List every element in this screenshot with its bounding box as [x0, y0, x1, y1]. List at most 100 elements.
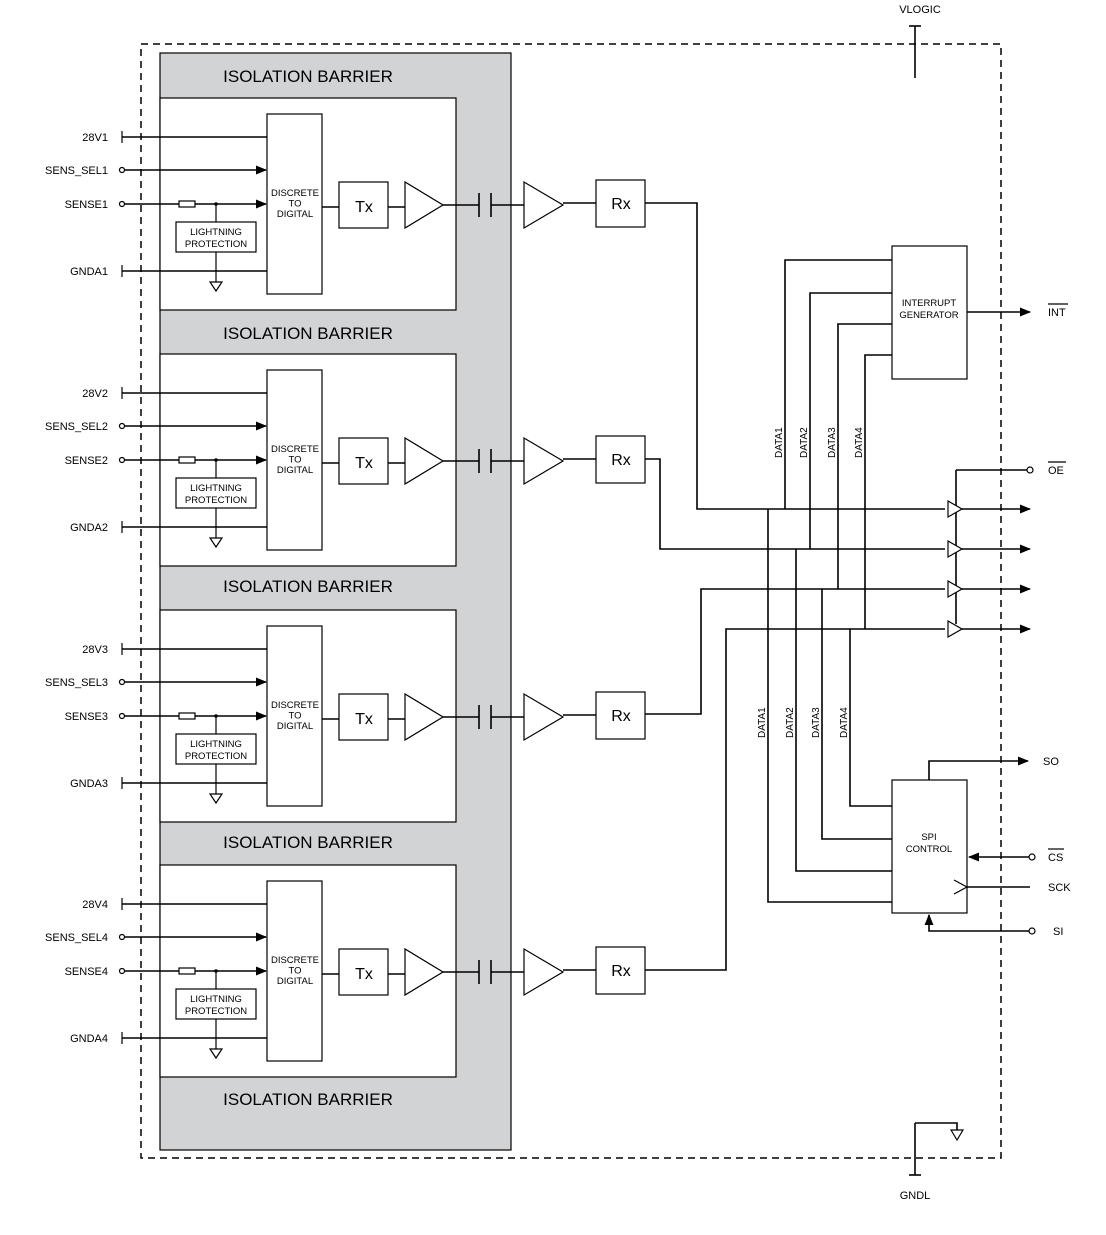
so-pin-label: SO: [1043, 756, 1059, 768]
device-boundary: [140, 43, 1002, 1159]
spi-line-2: CONTROL: [906, 844, 952, 855]
rx-block: [595, 179, 646, 228]
d2d-line-1: DISCRETE: [271, 188, 319, 199]
resistor: [178, 967, 196, 975]
spi-line-1: SPI: [921, 832, 936, 843]
rx-label: Rx: [611, 196, 631, 213]
gnda-pin-label: GNDA4: [70, 1033, 108, 1045]
buffer-4: [947, 619, 1032, 639]
lightning-line-2: PROTECTION: [185, 751, 247, 762]
power-pin-label: 28V3: [82, 644, 108, 656]
data4-label-lower: DATA4: [839, 707, 850, 738]
barrier-label-5: ISOLATION BARRIER: [223, 1090, 393, 1109]
data-labels-upper: DATA1 DATA2 DATA3 DATA4: [774, 427, 865, 458]
lightning-line-1: LIGHTNING: [190, 739, 242, 750]
interrupt-line-1: INTERRUPT: [902, 298, 957, 309]
d2d-line-3: DIGITAL: [277, 976, 313, 987]
sense-pin-label: SENSE2: [65, 455, 108, 467]
data4-label-upper: DATA4: [854, 427, 865, 458]
discrete-to-digital-block: [266, 369, 323, 551]
gnda-pin-label: GNDA1: [70, 266, 108, 278]
rx-block: [595, 435, 646, 484]
channels: 28V1SENS_SEL1SENSE1GNDA1LIGHTNINGPROTECT…: [45, 97, 646, 1078]
barrier-label-4: ISOLATION BARRIER: [223, 833, 393, 852]
discrete-to-digital-block: [266, 113, 323, 295]
d2d-line-1: DISCRETE: [271, 700, 319, 711]
d2d-line-3: DIGITAL: [277, 209, 313, 220]
d2d-line-2: TO: [288, 199, 301, 210]
rx-label: Rx: [611, 708, 631, 725]
driver-amplifier: [404, 180, 445, 230]
lightning-line-2: PROTECTION: [185, 239, 247, 250]
sens-sel-pin-label: SENS_SEL4: [45, 932, 108, 944]
lightning-protection-box: [175, 221, 257, 253]
sens-sel-pin-label: SENS_SEL3: [45, 677, 108, 689]
rx-label: Rx: [611, 452, 631, 469]
power-pin-label: 28V4: [82, 899, 108, 911]
sense-pin-label: SENSE3: [65, 711, 108, 723]
sens-sel-pin-label: SENS_SEL2: [45, 421, 108, 433]
ground-symbol: [949, 1129, 965, 1142]
cs-pin-label: CS: [1048, 852, 1063, 864]
sck-pin-label: SCK: [1048, 882, 1071, 894]
spi-data-lines: [767, 509, 892, 903]
clock-input-symbol: [953, 879, 968, 895]
d2d-line-2: TO: [288, 711, 301, 722]
data1-label-upper: DATA1: [774, 427, 785, 458]
oe-pin-label: OE: [1048, 465, 1064, 477]
driver-amplifier: [404, 692, 445, 742]
rx-block: [595, 691, 646, 740]
data2-label-upper: DATA2: [799, 427, 810, 458]
lightning-line-1: LIGHTNING: [190, 227, 242, 238]
data3-label-upper: DATA3: [827, 427, 838, 458]
d2d-line-3: DIGITAL: [277, 721, 313, 732]
tx-block: [338, 948, 389, 996]
vlogic-pin: VLOGIC: [899, 4, 941, 78]
gndl-pin: GNDL: [900, 1122, 965, 1202]
tx-block: [338, 437, 389, 485]
resistor: [178, 456, 196, 464]
resistor: [178, 200, 196, 208]
output-buffers: OE: [947, 461, 1066, 639]
d2d-line-1: DISCRETE: [271, 444, 319, 455]
tx-block: [338, 693, 389, 741]
rx-output-routes: [645, 202, 945, 971]
receiver-amplifier: [523, 947, 565, 997]
buffer-3: [947, 579, 1032, 599]
tx-label: Tx: [355, 455, 373, 472]
power-pin-label: 28V2: [82, 388, 108, 400]
lightning-protection-box: [175, 988, 257, 1020]
channel-1: 28V1SENS_SEL1SENSE1GNDA1LIGHTNINGPROTECT…: [45, 97, 646, 311]
interrupt-data-lines: [784, 259, 892, 629]
ground-symbol: [208, 793, 224, 805]
tx-block: [338, 181, 389, 229]
interrupt-generator: INTERRUPT GENERATOR INT: [891, 245, 1068, 380]
si-pin-label: SI: [1053, 926, 1063, 938]
lightning-line-2: PROTECTION: [185, 1006, 247, 1017]
lightning-line-1: LIGHTNING: [190, 994, 242, 1005]
sense-pin-label: SENSE1: [65, 199, 108, 211]
data3-label-lower: DATA3: [811, 707, 822, 738]
buffer-1: [947, 499, 1032, 519]
sens-sel-pin-label: SENS_SEL1: [45, 165, 108, 177]
discrete-to-digital-block: [266, 880, 323, 1062]
receiver-amplifier: [523, 692, 565, 742]
discrete-to-digital-block: [266, 625, 323, 807]
ground-symbol: [208, 537, 224, 549]
vlogic-label: VLOGIC: [899, 4, 941, 16]
d2d-line-2: TO: [288, 455, 301, 466]
tx-label: Tx: [355, 966, 373, 983]
d2d-line-3: DIGITAL: [277, 465, 313, 476]
lightning-line-2: PROTECTION: [185, 495, 247, 506]
tx-label: Tx: [355, 711, 373, 728]
driver-amplifier: [404, 436, 445, 486]
sense-pin-label: SENSE4: [65, 966, 108, 978]
spi-control: SPI CONTROL SO CS SCK SI: [891, 756, 1071, 938]
gnda-pin-label: GNDA3: [70, 778, 108, 790]
channel-2: 28V2SENS_SEL2SENSE2GNDA2LIGHTNINGPROTECT…: [45, 353, 646, 567]
tx-label: Tx: [355, 199, 373, 216]
data-labels-lower: DATA1 DATA2 DATA3 DATA4: [757, 707, 850, 738]
data2-label-lower: DATA2: [785, 707, 796, 738]
